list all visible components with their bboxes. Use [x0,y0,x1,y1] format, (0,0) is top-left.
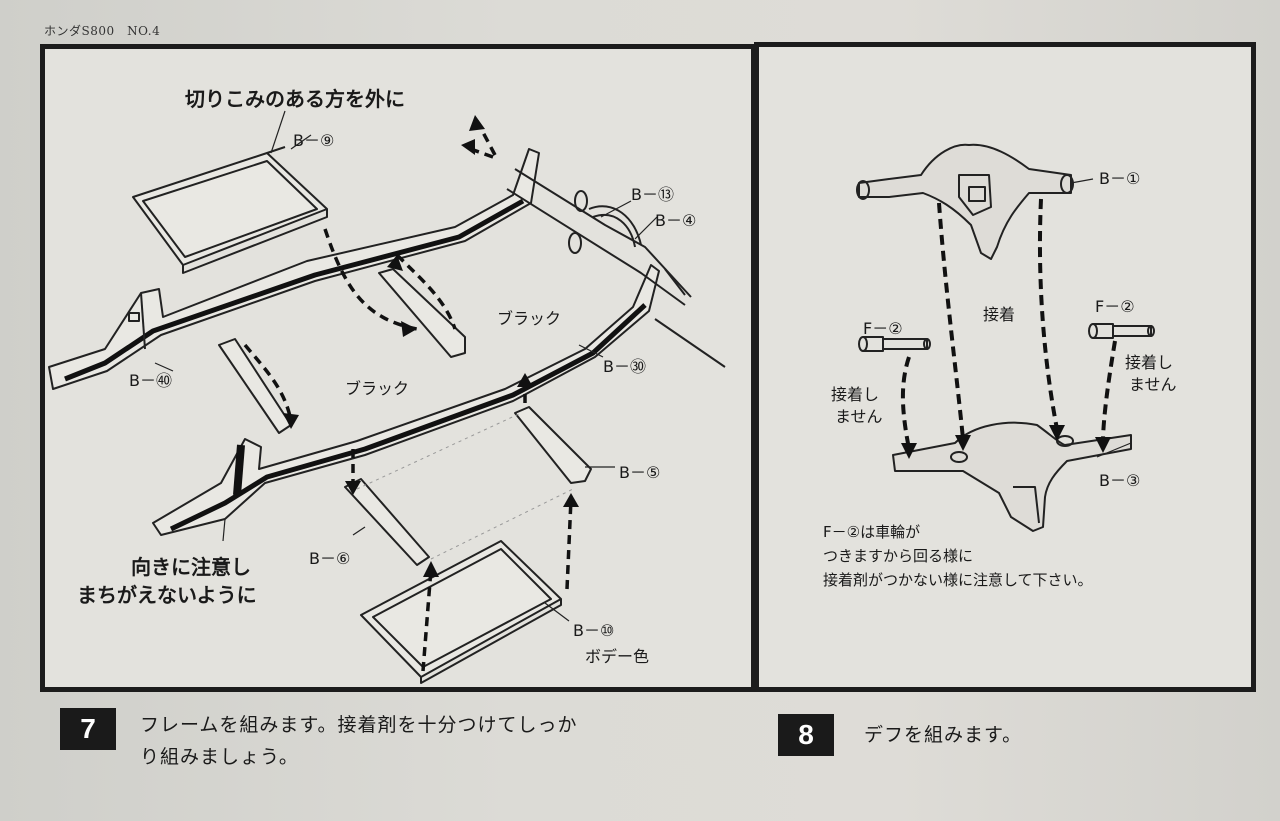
note-line3: 接着剤がつかない様に注意して下さい。 [823,571,1093,589]
label-no-glue-left-2: ません [835,407,883,426]
label-black-rear: ブラック [497,309,562,328]
label-b40: B－㊵ [129,371,172,390]
part-b10-tray [360,540,562,684]
label-b1: B－① [1099,169,1141,188]
step8-number-badge: 8 [778,714,834,756]
part-b13-b4-axle [506,168,726,368]
part-f2-right [1088,323,1155,339]
part-b1-diff-cover [856,143,1074,260]
label-b3: B－③ [1099,471,1141,490]
note-line2: つきますから回る様に [823,547,974,565]
label-b9: B－⑨ [293,131,335,150]
label-no-glue-left-1: 接着し [831,385,880,404]
part-f2-left [858,336,931,352]
part-b5-crossmember [378,268,592,484]
frame-assembly-diagram [48,110,726,684]
arrow-glue-left [937,202,965,440]
label-b6: B－⑥ [309,549,351,568]
label-b4: B－④ [655,211,697,230]
arrow-glue-right [1037,198,1059,430]
part-b3-diff-base [892,421,1132,532]
label-no-glue-right-1: 接着し [1125,353,1174,372]
arrow-f2-right [1101,340,1117,444]
step7-instruction-line1: フレームを組みます。接着剤を十分つけてしっか [140,714,578,736]
label-glue: 接着 [983,305,1016,324]
page-header: ホンダS800 NO.4 [44,24,161,38]
label-body-color: ボデー色 [585,647,650,666]
part-b40-rail [48,148,540,390]
cutout-note: 切りこみのある方を外に [185,87,405,111]
label-b13: B－⑬ [631,185,674,204]
label-no-glue-right-2: ません [1129,375,1177,394]
part-b30-rail [152,264,660,536]
differential-assembly-diagram [856,143,1155,532]
step7-panel: 切りこみのある方を外に B－⑨ B－⑬ B－④ ブラック B－㉚ B－㊵ ブラッ… [40,44,756,692]
arrow-f2-left [900,356,911,450]
step8-instruction: デフを組みます。 [864,724,1023,746]
step7-number-badge: 7 [60,708,116,750]
label-black-front: ブラック [345,379,410,398]
note-line1: F－②は車輪が [823,523,921,541]
step7-instruction-line2: り組みましょう。 [140,746,299,768]
label-b5: B－⑤ [619,463,661,482]
label-f2-left: F－② [863,319,903,338]
label-b30: B－㉚ [603,357,646,376]
label-b10: B－⑩ [573,621,615,640]
part-b9-tray [132,146,328,274]
arrow-b9-to-rail [323,228,418,331]
orientation-note-line2: まちがえないように [77,583,257,607]
step8-panel: B－① 接着 F－② F－② 接着し ません 接着し ません B－③ F－②は車… [754,42,1256,692]
label-f2-right: F－② [1095,297,1135,316]
orientation-note-line1: 向きに注意し [131,555,251,579]
